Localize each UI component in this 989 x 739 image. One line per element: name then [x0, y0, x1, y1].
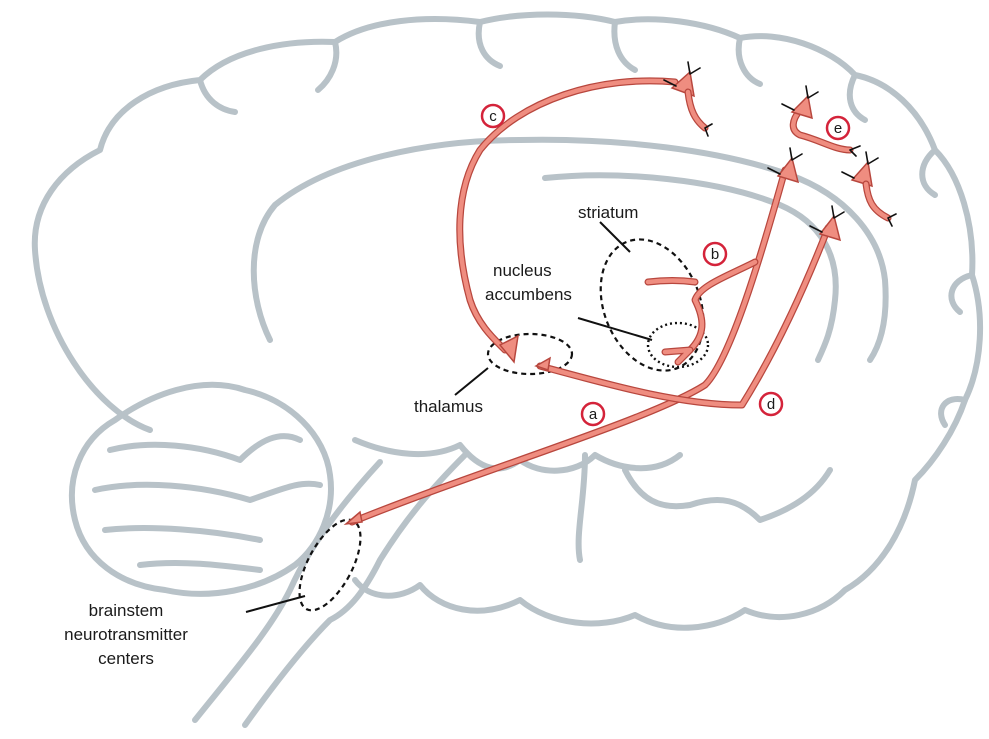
- badge-b: b: [704, 243, 726, 265]
- nucleus-accumbens-label-line1: nucleus: [493, 261, 552, 280]
- badge-a: a: [582, 403, 604, 425]
- brainstem-label-line2: neurotransmitter: [64, 625, 188, 644]
- brainstem-outline-right: [245, 455, 465, 725]
- striatum-label: striatum: [578, 203, 638, 222]
- thalamus-leader: [455, 368, 488, 395]
- pathway-d: [536, 228, 828, 405]
- brainstem-label-line3: centers: [98, 649, 154, 668]
- svg-text:a: a: [589, 406, 598, 423]
- badge-d: d: [760, 393, 782, 415]
- badge-e: e: [827, 117, 849, 139]
- soma-c-thalamus: [500, 336, 518, 362]
- thalamus-label: thalamus: [414, 397, 483, 416]
- svg-text:c: c: [489, 108, 497, 125]
- gyri-top: [200, 22, 972, 425]
- neuron-c-cortex: [664, 62, 712, 136]
- brainstem-label-line1: brainstem: [89, 601, 164, 620]
- svg-text:b: b: [711, 246, 719, 263]
- diencephalon-fold: [355, 440, 680, 471]
- svg-text:e: e: [834, 120, 842, 137]
- striatum-leader: [600, 222, 630, 252]
- badge-c: c: [482, 105, 504, 127]
- nucleus-accumbens-label-line2: accumbens: [485, 285, 572, 304]
- accumbens-leader: [578, 318, 652, 340]
- neuron-d-cortex: [810, 206, 844, 240]
- cortex-outline: [35, 15, 980, 628]
- neuron-a-cortex: [768, 148, 802, 182]
- neuron-e-upper: [782, 86, 818, 118]
- terminal-a-brainstem: [346, 512, 362, 524]
- region-labels: striatum nucleus accumbens thalamus brai…: [64, 203, 638, 668]
- brainstem-leader: [246, 596, 305, 612]
- temporal-fold: [579, 455, 830, 560]
- cerebellum-folia: [95, 436, 320, 570]
- svg-text:d: d: [767, 396, 775, 413]
